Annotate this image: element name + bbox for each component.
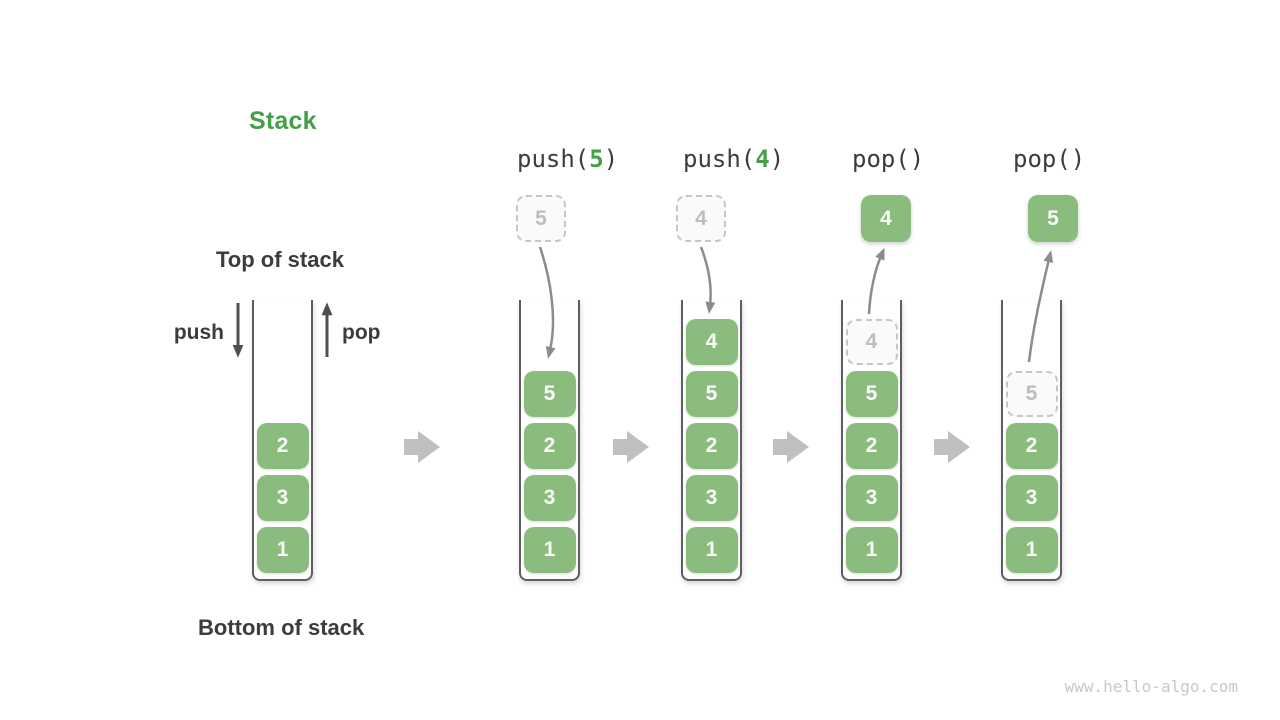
watermark: www.hello-algo.com: [1064, 677, 1238, 696]
top-of-stack-label: Top of stack: [216, 247, 344, 272]
page-title: Stack: [249, 107, 317, 135]
pushed-value-box: 4: [676, 195, 726, 242]
stack-state-after-push-4: 4 5 2 3 1: [681, 300, 742, 581]
stack-item: 5: [845, 371, 898, 417]
op-arg: 4: [755, 145, 770, 173]
push-4-motion-arrow-icon: [699, 246, 716, 314]
op-arg: 5: [589, 145, 604, 173]
operation-label-push-4: push(4): [683, 145, 784, 173]
stack-item: 5: [685, 371, 738, 417]
stack-state-initial: 2 3 1: [252, 300, 313, 581]
next-step-arrow-icon: [613, 431, 649, 463]
next-step-arrow-icon: [934, 431, 970, 463]
op-suffix: ): [603, 145, 619, 173]
stack-state-after-pop-1: 4 5 2 3 1: [841, 300, 902, 581]
bottom-of-stack-label: Bottom of stack: [198, 615, 365, 640]
stack-item-removed: 5: [1005, 371, 1058, 417]
stack-item: 1: [685, 527, 738, 573]
next-step-arrow-icon: [404, 431, 440, 463]
stack-item: 3: [256, 475, 309, 521]
stack-item: 2: [685, 423, 738, 469]
stack-item: 4: [685, 319, 738, 365]
operation-label-push-5: push(5): [517, 145, 618, 173]
popped-value-box: 5: [1028, 195, 1078, 242]
stack-item: 3: [845, 475, 898, 521]
stack-item-removed: 4: [845, 319, 898, 365]
op-prefix: pop(): [1013, 145, 1086, 173]
stack-item: 1: [256, 527, 309, 573]
push-label: push: [173, 321, 224, 344]
stack-item: 3: [685, 475, 738, 521]
popped-value-box: 4: [861, 195, 911, 242]
op-suffix: ): [769, 145, 785, 173]
operation-label-pop-2: pop(): [1013, 145, 1085, 173]
op-prefix: pop(): [852, 145, 925, 173]
stack-item: 1: [1005, 527, 1058, 573]
stack-item: 2: [523, 423, 576, 469]
stack-state-after-pop-2: 5 2 3 1: [1001, 300, 1062, 581]
stack-item: 2: [256, 423, 309, 469]
op-prefix: push(: [517, 145, 590, 173]
stack-item: 1: [523, 527, 576, 573]
operation-label-pop-1: pop(): [852, 145, 924, 173]
stack-item: 1: [845, 527, 898, 573]
stack-item: 3: [1005, 475, 1058, 521]
stack-item: 5: [523, 371, 576, 417]
stack-item: 2: [845, 423, 898, 469]
next-step-arrow-icon: [773, 431, 809, 463]
pushed-value-box: 5: [516, 195, 566, 242]
op-prefix: push(: [683, 145, 756, 173]
stack-item: 2: [1005, 423, 1058, 469]
stack-item: 3: [523, 475, 576, 521]
pop-label: pop: [342, 321, 381, 344]
stack-state-after-push-5: 5 2 3 1: [519, 300, 580, 581]
